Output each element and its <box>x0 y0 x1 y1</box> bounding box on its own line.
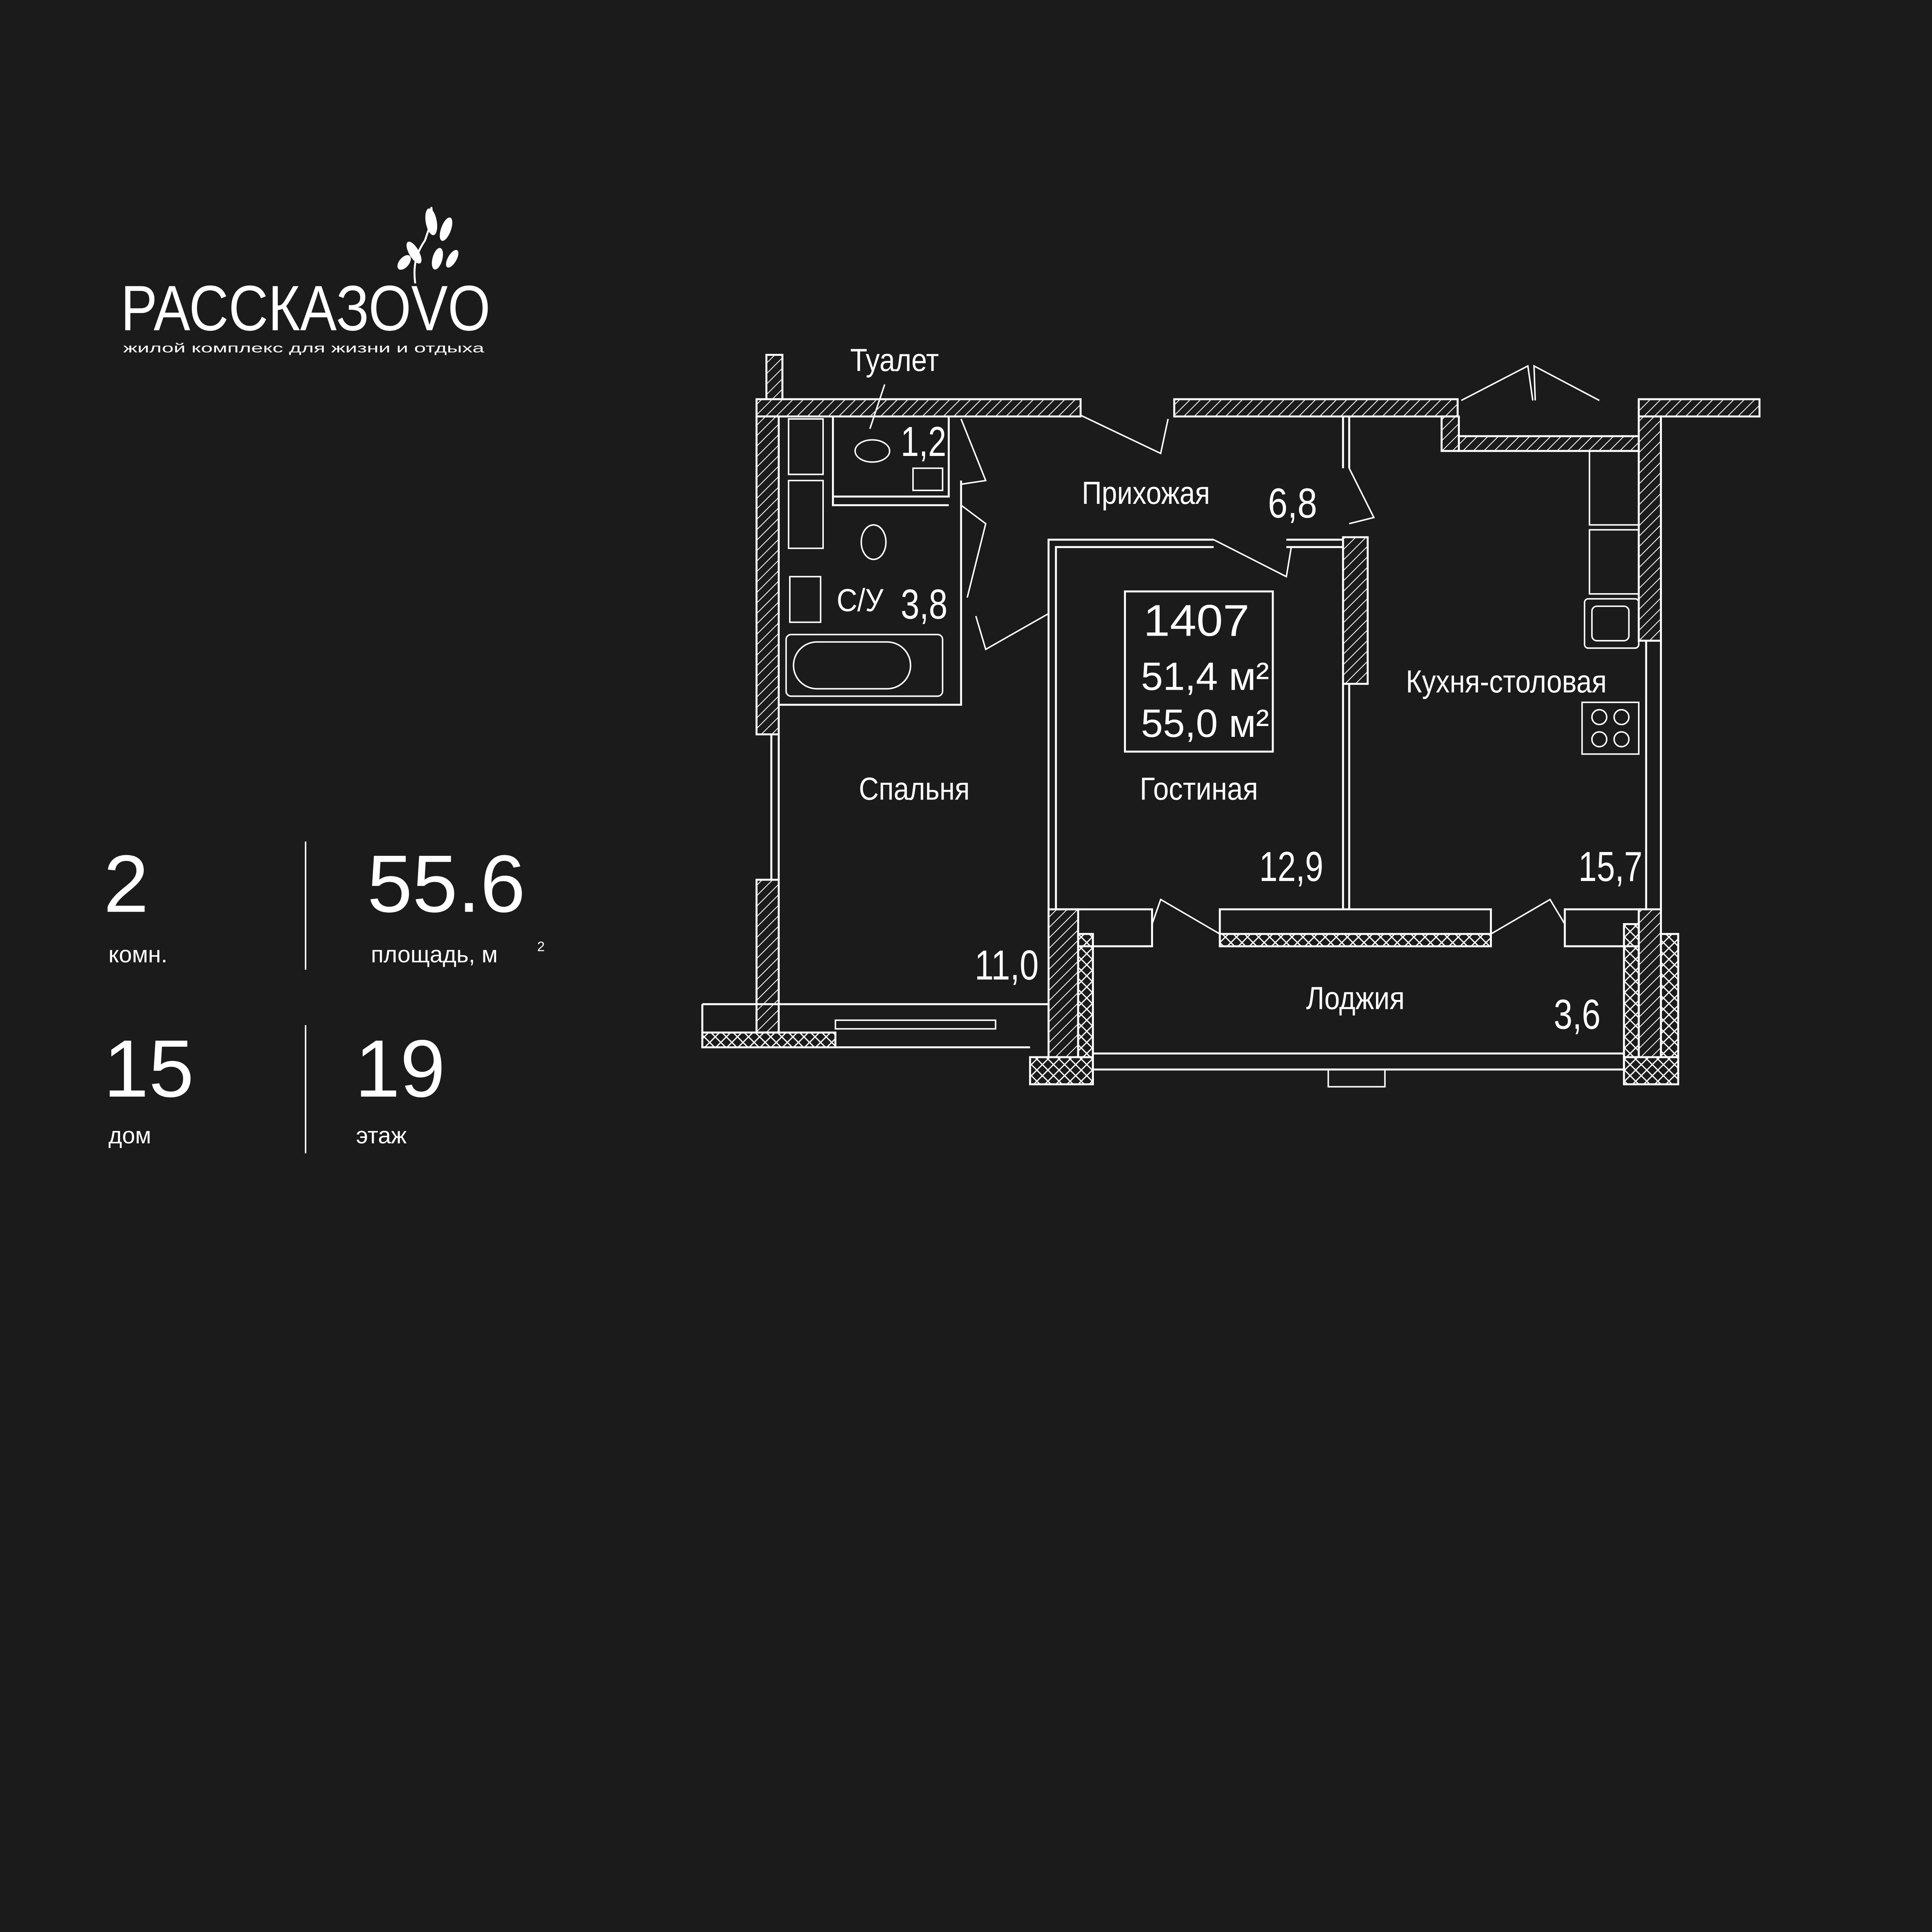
area-unit-sup: 2 <box>537 939 545 954</box>
logo-tagline: жилой комплекс для жизни и отдыха <box>123 341 485 355</box>
balcony-wall <box>1219 933 1492 947</box>
room-area-living-room: 12,9 <box>1259 843 1323 890</box>
logo: РАССКАЗОVO жилой комплекс для жизни и от… <box>121 207 491 355</box>
apartment-info: 2 комн. 55.6 площадь, м 2 15 дом 19 этаж <box>104 838 545 1153</box>
house-value: 15 <box>104 1023 194 1114</box>
room-name-bedroom: Спальня <box>859 771 970 807</box>
room-name-living-room: Гостиная <box>1140 771 1258 807</box>
room-name-kitchen: Кухня-столовая <box>1406 663 1607 699</box>
column <box>1342 536 1369 685</box>
wall <box>1638 398 1761 418</box>
room-area-bathroom: 3,8 <box>901 581 947 628</box>
floor-label: этаж <box>356 1122 407 1148</box>
wall <box>1638 415 1662 642</box>
cabinet <box>1588 450 1639 526</box>
door <box>961 504 987 598</box>
wall <box>765 354 784 400</box>
toilet-icon <box>861 524 887 560</box>
door <box>1490 898 1566 935</box>
door <box>975 613 1049 651</box>
door <box>1080 414 1169 455</box>
bathtub <box>785 634 944 697</box>
door <box>1151 898 1220 935</box>
total-area: 55,0 м² <box>1141 701 1269 745</box>
room-area-hallway: 6,8 <box>1268 480 1317 526</box>
page-canvas: РАССКАЗОVO жилой комплекс для жизни и от… <box>103 207 1761 1153</box>
wall <box>755 415 780 736</box>
room-area-kitchen: 15,7 <box>1578 843 1643 890</box>
door <box>1213 539 1292 578</box>
kitchen-sink <box>1583 598 1639 649</box>
room-name-bathroom: С/У <box>837 582 884 618</box>
room-name-toilet: Туалет <box>850 342 939 378</box>
room-area-toilet: 1,2 <box>901 418 946 465</box>
rooms-value: 2 <box>104 838 149 929</box>
floor-value: 19 <box>355 1023 445 1114</box>
rooms-label: комн. <box>109 941 168 967</box>
leaf-branch-icon <box>397 207 459 284</box>
room-name-hallway: Прихожая <box>1082 475 1210 511</box>
logo-name: РАССКАЗОVO <box>121 273 491 344</box>
wall <box>1638 908 1662 1058</box>
room-name-loggia: Лоджия <box>1306 980 1405 1016</box>
wall <box>1048 908 1079 1058</box>
room-area-bedroom: 11,0 <box>975 942 1039 988</box>
stove-icon <box>1581 701 1639 755</box>
wall <box>1458 435 1645 452</box>
area-label: площадь, м <box>371 941 498 967</box>
wall <box>755 398 1082 418</box>
door <box>960 418 987 485</box>
floor-plan: 1407 51,4 м² 55,0 м² Туалет 1,2 Прихожая… <box>701 342 1761 1088</box>
door <box>1348 468 1375 525</box>
apartment-summary-box <box>1124 590 1274 753</box>
wall <box>755 879 780 1034</box>
toilet-icon <box>854 439 891 463</box>
cabinet <box>1588 529 1639 595</box>
area-value: 55.6 <box>367 838 526 929</box>
house-label: дом <box>109 1122 151 1148</box>
apartment-number: 1407 <box>1143 596 1249 645</box>
wall <box>1173 398 1459 418</box>
wall <box>1029 1056 1094 1085</box>
sink <box>789 576 821 623</box>
wall <box>1440 415 1460 452</box>
bedroom-window <box>835 1019 997 1030</box>
room-area-loggia: 3,6 <box>1554 991 1600 1038</box>
living-area: 51,4 м² <box>1141 655 1269 699</box>
